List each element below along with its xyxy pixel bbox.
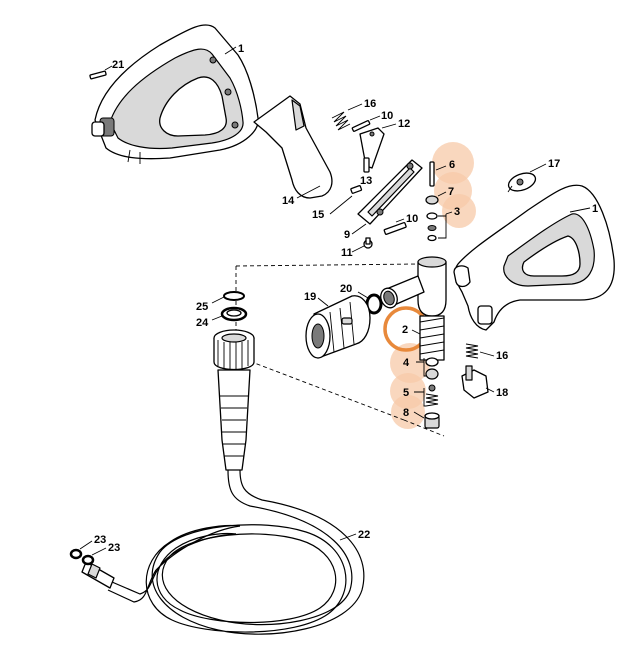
label-part-12: 12 bbox=[398, 118, 410, 130]
hose-22 bbox=[81, 329, 365, 635]
bracket-18 bbox=[461, 365, 489, 399]
label-part-9: 9 bbox=[344, 229, 350, 241]
label-part-10-mid: 10 bbox=[406, 213, 418, 225]
label-part-18: 18 bbox=[496, 387, 508, 399]
label-part-5: 5 bbox=[403, 387, 409, 399]
label-part-23-a: 23 bbox=[94, 534, 106, 546]
label-part-10-top: 10 bbox=[381, 110, 393, 122]
label-part-13: 13 bbox=[360, 175, 372, 187]
valve-body bbox=[380, 256, 447, 361]
label-part-2[interactable]: 2 bbox=[402, 324, 408, 336]
label-part-21: 21 bbox=[112, 59, 124, 71]
trigger-14 bbox=[253, 95, 333, 199]
label-part-15: 15 bbox=[312, 209, 324, 221]
label-part-22: 22 bbox=[358, 529, 370, 541]
o-ring-25 bbox=[223, 291, 245, 301]
nut-7 bbox=[425, 195, 439, 205]
label-part-16-right: 16 bbox=[496, 350, 508, 362]
label-part-11: 11 bbox=[341, 247, 353, 259]
seals-3 bbox=[426, 212, 438, 242]
handle-half-left bbox=[91, 24, 259, 164]
pin-10-mid bbox=[383, 221, 407, 235]
highlight-part-6 bbox=[432, 142, 474, 184]
pin-13 bbox=[363, 157, 370, 173]
label-part-1-right: 1 bbox=[592, 203, 598, 215]
label-part-20: 20 bbox=[340, 283, 352, 295]
highlight-part-3 bbox=[442, 194, 476, 228]
o-rings-23 bbox=[69, 548, 95, 566]
washer-24 bbox=[220, 306, 248, 322]
label-part-23-b: 23 bbox=[108, 542, 120, 554]
nut-8 bbox=[424, 412, 440, 429]
seals-4 bbox=[425, 357, 439, 380]
spring-16-right bbox=[465, 343, 479, 359]
lock-bar-9 bbox=[357, 159, 423, 225]
label-part-3: 3 bbox=[454, 206, 460, 218]
screw-21 bbox=[89, 65, 113, 80]
label-part-8: 8 bbox=[403, 407, 409, 419]
label-part-1-top: 1 bbox=[238, 43, 244, 55]
label-part-24: 24 bbox=[196, 317, 209, 329]
label-part-25: 25 bbox=[196, 301, 208, 313]
handle-half-right bbox=[453, 184, 615, 331]
screw-11 bbox=[363, 237, 373, 249]
spring-16-top bbox=[331, 111, 351, 131]
label-part-16-top: 16 bbox=[364, 98, 376, 110]
label-part-6: 6 bbox=[449, 159, 455, 171]
label-part-17: 17 bbox=[548, 158, 560, 170]
cap-17 bbox=[507, 172, 537, 193]
pin-6 bbox=[429, 161, 435, 187]
coupling-sleeve-19 bbox=[305, 295, 371, 359]
label-part-4: 4 bbox=[403, 357, 410, 369]
pin-15 bbox=[350, 185, 363, 194]
label-part-7: 7 bbox=[448, 186, 454, 198]
spring-5 bbox=[425, 384, 439, 407]
label-part-14: 14 bbox=[282, 195, 295, 207]
highlight-part-8 bbox=[391, 395, 425, 429]
label-part-19: 19 bbox=[304, 291, 316, 303]
pin-10-top bbox=[351, 120, 371, 132]
